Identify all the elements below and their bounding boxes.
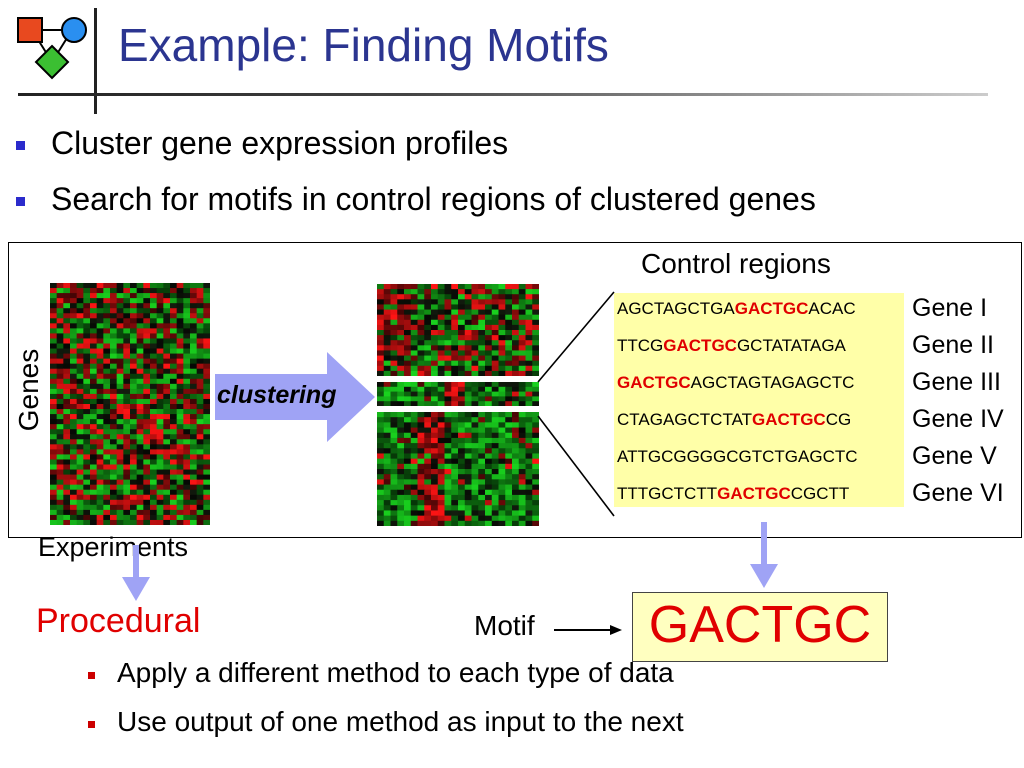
cluster-heatmap-2 [377,382,539,406]
sub-bullet-item: Apply a different method to each type of… [88,657,674,689]
sequence-row: AGCTAGCTGAGACTGCACAC [617,299,856,318]
header-vertical-rule [94,8,97,114]
cluster-heatmap-1 [377,284,539,376]
cluster-heatmap-3 [377,412,539,526]
genes-axis-label: Genes [13,348,44,432]
motif-highlight: GACTGC [717,484,791,503]
bullet-item: Cluster gene expression profiles [16,125,508,162]
arrow-right-icon [554,625,622,635]
logo-shapes-icon [17,17,87,80]
bullet-square-icon [16,197,25,206]
bullet-text: Search for motifs in control regions of … [51,181,816,217]
sequence-row: TTCGGACTGCGCTATATAGA [617,336,846,355]
unclustered-heatmap [50,283,210,525]
gene-label: Gene III [912,368,1001,396]
arrow-down-icon [122,545,150,601]
figure-frame [8,242,1022,538]
motif-highlight: GACTGC [752,410,826,429]
motif-highlight: GACTGC [663,336,737,355]
motif-label: Motif [474,610,535,641]
bullet-item: Search for motifs in control regions of … [16,181,816,218]
header-horizontal-rule [18,93,988,96]
experiments-axis-label: Experiments [38,532,189,562]
sequence-block: AGCTAGCTGAGACTGCACAC TTCGGACTGCGCTATATAG… [614,293,904,507]
gene-label: Gene I [912,294,988,322]
bullet-square-icon [88,671,95,679]
motif-highlight: GACTGC [617,373,691,392]
arrow-down-icon [750,522,778,588]
arrow-right-icon [215,352,375,442]
procedural-heading: Procedural [36,602,201,640]
gene-label: Gene V [912,442,997,470]
cluster-connector-lines [537,291,615,517]
sequence-row: TTTGCTCTTGACTGCCGCTT [617,484,850,503]
bullet-text: Cluster gene expression profiles [51,125,509,161]
sequence-row: CTAGAGCTCTATGACTGCCG [617,410,852,429]
sequence-row: GACTGCAGCTAGTAGAGCTC [617,373,855,392]
sequence-row: ATTGCGGGGCGTCTGAGCTC [617,447,858,466]
motif-result-text: GACTGC [648,596,872,654]
sub-bullet-text: Apply a different method to each type of… [117,657,674,688]
sub-bullet-text: Use output of one method as input to the… [117,706,684,737]
gene-label: Gene VI [912,479,1004,507]
clustering-label: clustering [217,381,337,409]
bullet-square-icon [88,720,95,728]
motif-highlight: GACTGC [734,299,809,318]
motif-result-box: GACTGC [632,592,888,662]
bullet-square-icon [16,141,25,150]
gene-label: Gene II [912,331,994,359]
control-regions-label: Control regions [641,248,831,279]
gene-label: Gene IV [912,405,1004,433]
sub-bullet-item: Use output of one method as input to the… [88,706,684,738]
slide-title: Example: Finding Motifs [118,19,609,71]
